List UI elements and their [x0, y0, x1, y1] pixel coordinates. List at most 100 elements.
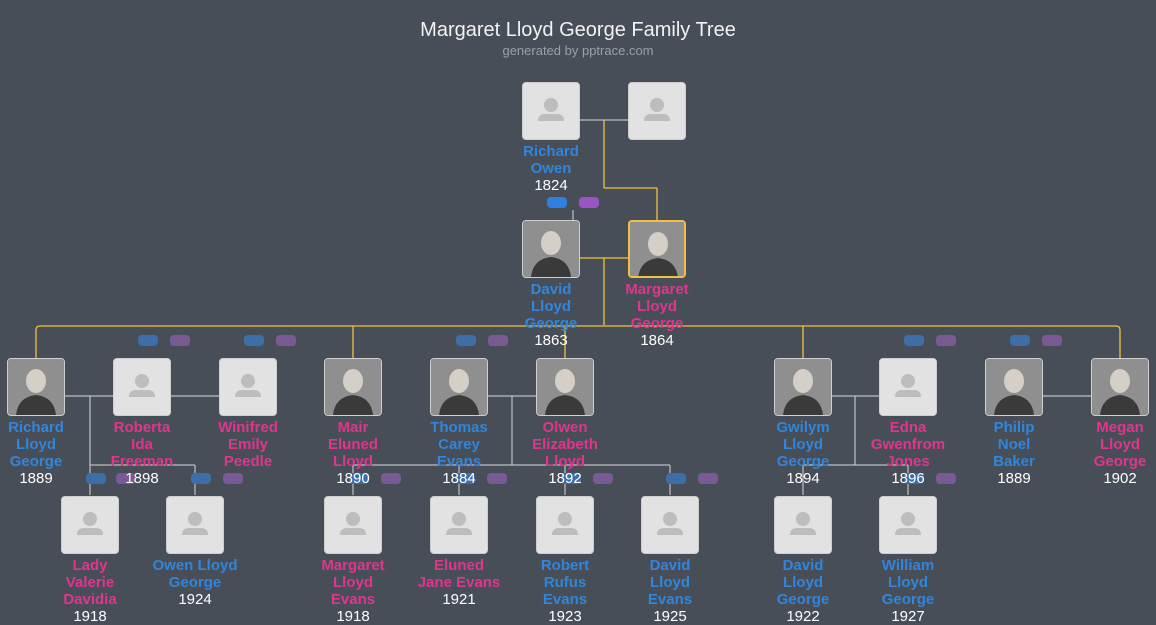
person-photo[interactable]: [61, 496, 119, 554]
expand-toggle[interactable]: [579, 197, 599, 208]
person-name-line: Roberta: [113, 419, 171, 436]
person-photo[interactable]: [430, 496, 488, 554]
person-photo[interactable]: [324, 496, 382, 554]
avatar-body: [790, 528, 816, 535]
expand-toggle[interactable]: [349, 473, 369, 484]
person-photo[interactable]: [641, 496, 699, 554]
person-photo[interactable]: [1091, 358, 1149, 416]
expand-toggle[interactable]: [116, 473, 136, 484]
person-photo[interactable]: [879, 496, 937, 554]
expand-toggle[interactable]: [455, 473, 475, 484]
avatar-placeholder-icon: [77, 512, 103, 535]
person-photo[interactable]: [324, 358, 382, 416]
expand-toggle[interactable]: [561, 473, 581, 484]
expand-toggle[interactable]: [86, 473, 106, 484]
expand-toggle[interactable]: [276, 335, 296, 346]
expand-toggle[interactable]: [904, 473, 924, 484]
avatar-placeholder-icon: [340, 512, 366, 535]
person-photo[interactable]: [536, 358, 594, 416]
person-photo[interactable]: [522, 82, 580, 140]
expand-toggle[interactable]: [904, 335, 924, 346]
person-photo[interactable]: [522, 220, 580, 278]
expand-toggle[interactable]: [381, 473, 401, 484]
person-photo[interactable]: [628, 82, 686, 140]
person-photo[interactable]: [628, 220, 686, 278]
person-photo[interactable]: [536, 496, 594, 554]
expand-toggle[interactable]: [170, 335, 190, 346]
person-photo[interactable]: [219, 358, 277, 416]
expand-toggle[interactable]: [936, 473, 956, 484]
expand-toggle[interactable]: [138, 335, 158, 346]
expand-toggle[interactable]: [1010, 335, 1030, 346]
expand-toggle[interactable]: [191, 473, 211, 484]
person-photo[interactable]: [7, 358, 65, 416]
portrait-body: [638, 258, 678, 276]
person-unknown-mother[interactable]: [597, 82, 717, 140]
person-photo[interactable]: [879, 358, 937, 416]
person-photo[interactable]: [774, 496, 832, 554]
expand-toggle[interactable]: [244, 335, 264, 346]
expand-toggle[interactable]: [698, 473, 718, 484]
person-photo[interactable]: [430, 358, 488, 416]
person-photo[interactable]: [166, 496, 224, 554]
person-birth-year: 1892: [548, 470, 582, 487]
expand-toggle[interactable]: [936, 335, 956, 346]
expand-toggle[interactable]: [1042, 335, 1062, 346]
person-photo[interactable]: [774, 358, 832, 416]
avatar-head: [83, 512, 97, 526]
avatar-head: [544, 98, 558, 112]
person-name-line: Owen Lloyd: [152, 557, 238, 574]
person-photo[interactable]: [985, 358, 1043, 416]
expand-toggle[interactable]: [223, 473, 243, 484]
expand-toggle[interactable]: [666, 473, 686, 484]
expand-toggle[interactable]: [593, 473, 613, 484]
expand-toggle[interactable]: [456, 335, 476, 346]
expand-toggle[interactable]: [547, 197, 567, 208]
person-photo[interactable]: [113, 358, 171, 416]
expand-toggle[interactable]: [488, 335, 508, 346]
expand-toggle[interactable]: [487, 473, 507, 484]
